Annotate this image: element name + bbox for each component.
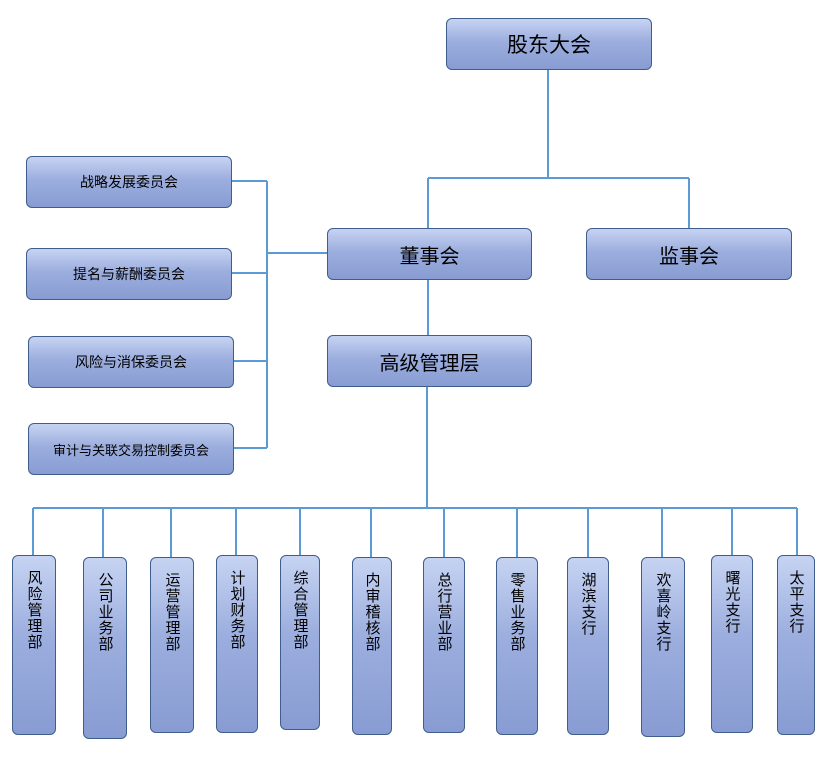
committee-strategy-box: 战略发展委员会: [26, 156, 232, 208]
committee-audit-label: 审计与关联交易控制委员会: [52, 443, 209, 459]
dept-corporate-business-box: 公司业务部: [83, 557, 127, 739]
dept-hubin-branch-label: 湖滨支行: [579, 572, 598, 636]
supervisory-board-label: 监事会: [659, 243, 719, 268]
dept-operations-box: 运营管理部: [150, 557, 194, 733]
board-of-directors-label: 董事会: [399, 243, 460, 268]
shareholders-meeting-box: 股东大会: [446, 18, 652, 70]
senior-management-box: 高级管理层: [327, 335, 532, 387]
dept-planning-finance-label: 计划财务部: [228, 570, 247, 650]
dept-shuguang-branch-box: 曙光支行: [711, 555, 753, 733]
shareholders-meeting-label: 股东大会: [507, 33, 591, 57]
dept-planning-finance-box: 计划财务部: [216, 555, 258, 733]
dept-head-office-label: 总行营业部: [435, 572, 454, 652]
dept-taiping-branch-label: 太平支行: [787, 570, 806, 634]
supervisory-board-box: 监事会: [586, 228, 792, 280]
dept-corporate-business-label: 公司业务部: [96, 572, 115, 652]
dept-general-management-box: 综合管理部: [280, 555, 320, 730]
committee-risk-label: 风险与消保委员会: [75, 355, 187, 371]
committee-audit-box: 审计与关联交易控制委员会: [28, 423, 234, 475]
dept-shuguang-branch-label: 曙光支行: [723, 570, 742, 634]
board-of-directors-box: 董事会: [327, 228, 532, 280]
dept-risk-management-box: 风险管理部: [12, 555, 56, 735]
dept-taiping-branch-box: 太平支行: [777, 555, 815, 735]
dept-internal-audit-label: 内审稽核部: [363, 572, 382, 652]
committee-nomination-box: 提名与薪酬委员会: [26, 248, 232, 300]
dept-retail-business-box: 零售业务部: [496, 557, 538, 735]
dept-head-office-box: 总行营业部: [423, 557, 465, 733]
dept-retail-business-label: 零售业务部: [508, 572, 527, 652]
dept-huanxiling-branch-box: 欢喜岭支行: [641, 557, 685, 737]
dept-risk-management-label: 风险管理部: [25, 570, 44, 650]
committee-nomination-label: 提名与薪酬委员会: [73, 267, 185, 283]
dept-huanxiling-branch-label: 欢喜岭支行: [654, 572, 673, 652]
committee-strategy-label: 战略发展委员会: [80, 175, 178, 191]
committee-risk-box: 风险与消保委员会: [28, 336, 234, 388]
dept-internal-audit-box: 内审稽核部: [352, 557, 392, 735]
dept-general-management-label: 综合管理部: [291, 570, 310, 650]
senior-management-label: 高级管理层: [379, 350, 480, 375]
dept-operations-label: 运营管理部: [163, 572, 182, 652]
dept-hubin-branch-box: 湖滨支行: [567, 557, 609, 735]
